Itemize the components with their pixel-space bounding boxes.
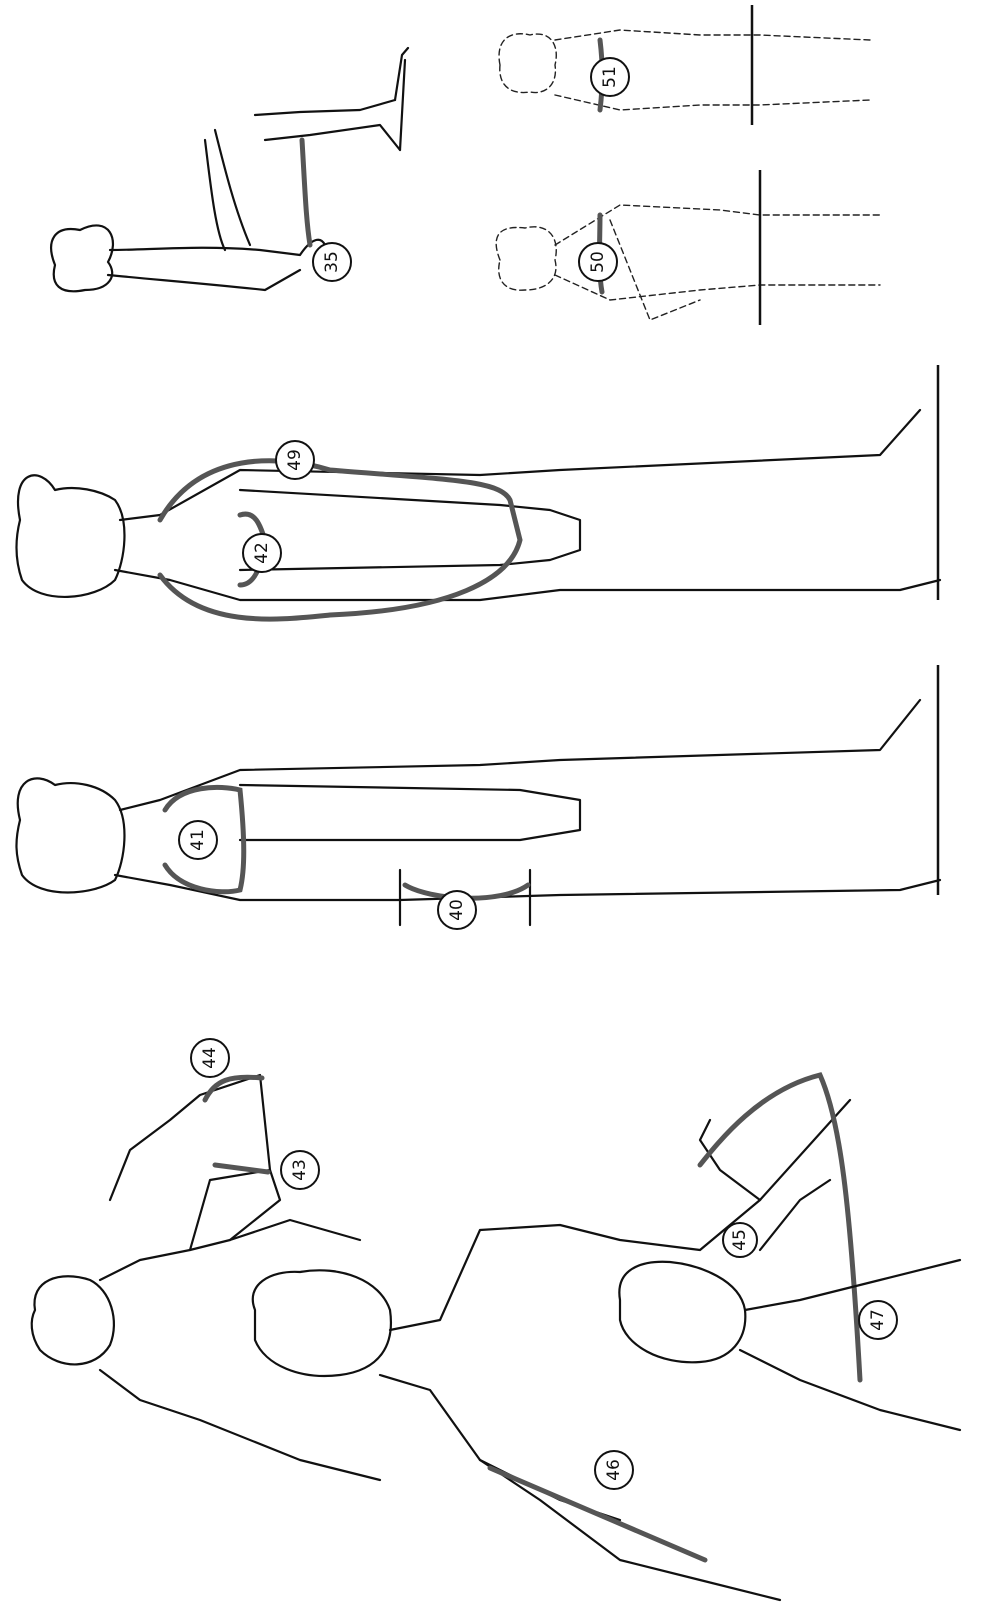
figure-torso-front-arm-extended — [253, 1075, 860, 1600]
measurement-marker-41: 41 — [179, 821, 217, 859]
measurement-marker-51: 51 — [591, 58, 629, 96]
figure-torso-side-bent — [619, 1180, 960, 1430]
marker-label-35: 35 — [322, 251, 342, 273]
marker-label-46: 46 — [604, 1459, 624, 1481]
figure-torso-flexed-arm — [32, 1075, 380, 1480]
measurement-marker-46: 46 — [595, 1451, 633, 1489]
figure-standing-arms-forward-loop — [16, 365, 940, 619]
marker-label-42: 42 — [252, 542, 272, 564]
measurement-marker-43: 43 — [281, 1151, 319, 1189]
marker-label-43: 43 — [290, 1159, 310, 1181]
marker-label-45: 45 — [730, 1229, 750, 1251]
measurement-marker-42: 42 — [243, 534, 281, 572]
measurement-marker-40: 40 — [438, 891, 476, 929]
measurement-marker-47: 47 — [859, 1301, 897, 1339]
measurement-marker-44: 44 — [191, 1039, 229, 1077]
measurement-marker-45: 45 — [723, 1223, 757, 1257]
marker-label-47: 47 — [868, 1309, 888, 1331]
marker-label-41: 41 — [188, 829, 208, 851]
figure-seated-leg-raised — [51, 48, 408, 291]
measurement-marker-35: 35 — [313, 243, 351, 281]
figure-standing-arm-forward — [496, 170, 880, 325]
measurement-marker-50: 50 — [579, 243, 617, 281]
figure-standing-side — [16, 665, 940, 925]
marker-label-51: 51 — [600, 66, 620, 88]
marker-label-40: 40 — [447, 899, 467, 921]
marker-label-49: 49 — [285, 449, 305, 471]
measurement-marker-49: 49 — [276, 441, 314, 479]
figure-standing-back-view — [499, 5, 870, 125]
marker-label-50: 50 — [588, 251, 608, 273]
marker-label-44: 44 — [200, 1047, 220, 1069]
